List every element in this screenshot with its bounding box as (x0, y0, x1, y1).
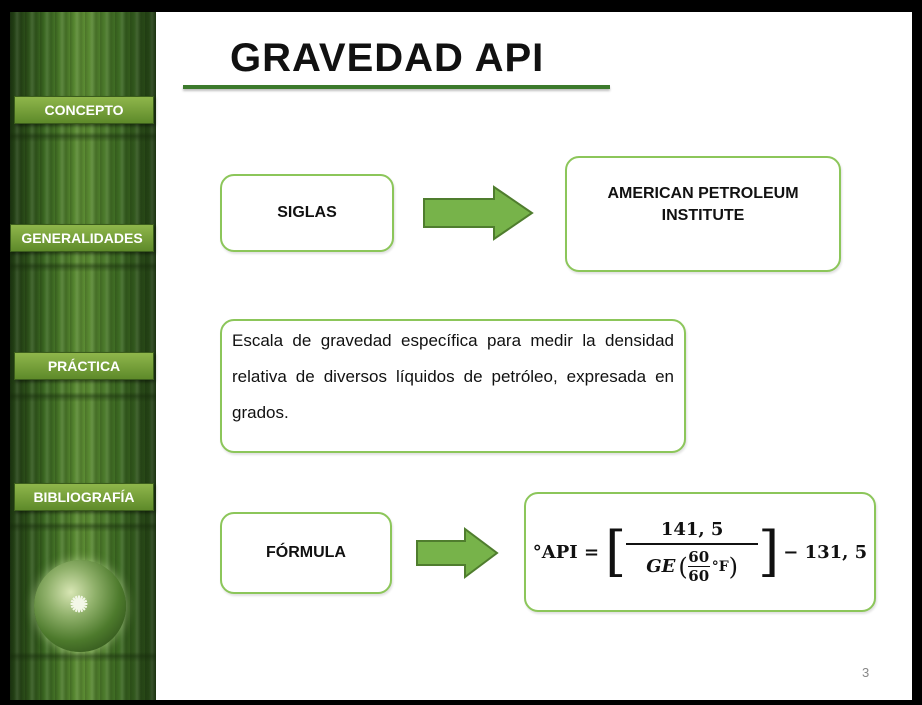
formula-lhs: °API = (532, 541, 600, 563)
formula-ge: GE (646, 556, 676, 577)
inner-unit: °F (711, 558, 729, 575)
formula-rhs: − 131, 5 (783, 541, 868, 563)
right-arrow-icon (423, 185, 534, 241)
formula-label: FÓRMULA (266, 544, 346, 561)
formula-label-box: FÓRMULA (220, 512, 392, 594)
description-box: Escala de gravedad específica para medir… (220, 319, 686, 453)
globe-logo-icon: ✺ (34, 560, 126, 652)
right-arrow-icon-2 (416, 527, 499, 579)
left-paren: ( (678, 552, 688, 581)
description-text: Escala de gravedad específica para medir… (232, 331, 674, 422)
formula-denominator: GE ( 60 60 °F ) (646, 548, 738, 586)
right-bracket: ] (758, 520, 780, 583)
fraction-bar (626, 542, 759, 545)
acronym-meaning-line1: AMERICAN PETROLEUM (607, 185, 799, 202)
acronym-meaning-box: AMERICAN PETROLEUM INSTITUTE (565, 156, 841, 272)
formula-box: °API = [ 141, 5 GE ( 60 60 °F ) ] − 131,… (524, 492, 876, 612)
logo-mark-icon: ✺ (69, 592, 89, 617)
left-bracket: [ (605, 520, 627, 583)
inner-denominator: 60 (688, 567, 710, 586)
inner-fraction-bar (687, 565, 710, 568)
nav-generalidades-button[interactable]: GENERALIDADES (10, 224, 154, 252)
siglas-box: SIGLAS (220, 174, 394, 252)
siglas-label: SIGLAS (277, 204, 337, 221)
nav-bibliografia-button[interactable]: BIBLIOGRAFÍA (14, 483, 154, 511)
nav-practica-button[interactable]: PRÁCTICA (14, 352, 154, 380)
formula-numerator: 141, 5 (660, 518, 724, 540)
nav-concepto-button[interactable]: CONCEPTO (14, 96, 154, 124)
sidebar: CONCEPTO GENERALIDADES PRÁCTICA BIBLIOGR… (10, 12, 156, 700)
slide: CONCEPTO GENERALIDADES PRÁCTICA BIBLIOGR… (10, 12, 912, 700)
inner-numerator: 60 (688, 547, 710, 566)
right-paren: ) (728, 552, 739, 581)
formula-fraction: 141, 5 GE ( 60 60 °F ) (626, 518, 759, 586)
acronym-meaning-line2: INSTITUTE (661, 207, 745, 224)
title-underline (183, 85, 610, 89)
page-title: GRAVEDAD API (230, 36, 545, 80)
inner-fraction: 60 60 (687, 547, 710, 586)
page-number: 3 (862, 665, 870, 680)
